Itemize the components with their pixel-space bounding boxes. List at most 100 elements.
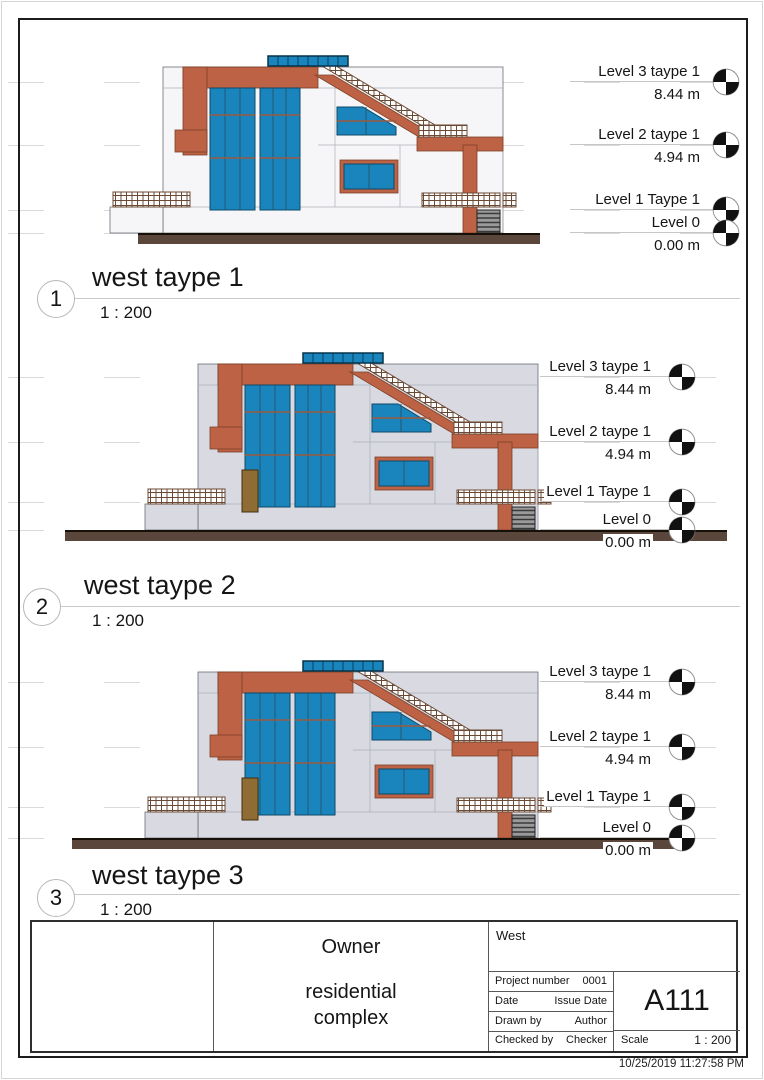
terrace-wall [144, 811, 199, 839]
balcony-railing [453, 421, 503, 435]
terracotta-band [209, 363, 539, 531]
viewport-west-taype-1[interactable] [60, 55, 543, 235]
wall-panel-lines [198, 384, 539, 530]
curtain-wall-windows [209, 87, 397, 211]
view-title-rule [74, 298, 740, 299]
level-line [540, 441, 682, 442]
window-transoms [245, 719, 431, 764]
owner-label: Owner [321, 936, 381, 958]
terrace-railing-end [502, 192, 517, 208]
view-title: west taype 2 [84, 570, 236, 600]
balcony-beam [416, 136, 504, 152]
view-scale: 1 : 200 [92, 611, 144, 630]
level-label: Level 3 taype 1 [547, 663, 653, 681]
west-elevation-drawing [109, 55, 517, 234]
level-head-icon [712, 131, 740, 159]
title-block-logo-cell [32, 922, 214, 1051]
terrace-railing-right [456, 489, 536, 505]
balcony-railing [418, 124, 468, 138]
level-head-icon [668, 516, 696, 544]
terracotta-band [209, 671, 539, 839]
view-title: west taype 1 [92, 262, 244, 292]
scale-label: Scale [621, 1034, 649, 1046]
level-head-icon [668, 824, 696, 852]
level-line [540, 501, 682, 502]
level-label: Level 0 [600, 819, 653, 837]
level-line [570, 209, 726, 210]
terrace-wall [109, 206, 164, 234]
level-line [540, 376, 682, 377]
window-transoms [210, 114, 396, 159]
west-elevation-drawing [144, 352, 552, 531]
project-name: residential complex [305, 981, 397, 1029]
view-title: west taype 3 [92, 860, 244, 890]
ground-line [138, 233, 540, 244]
terrace-railing-right [421, 192, 501, 208]
level-label: Level 3 taype 1 [547, 358, 653, 376]
balcony-railing [453, 729, 503, 743]
view-scale: 1 : 200 [100, 900, 152, 919]
title-block: Owner residential complex West Project n… [30, 920, 740, 1053]
scale-value: 1 : 200 [694, 1033, 731, 1047]
ground-line [65, 530, 727, 541]
balcony-beam [451, 433, 539, 449]
stair-column [462, 144, 478, 234]
level-line [570, 232, 726, 233]
level-label: Level 0 [649, 214, 702, 232]
wall-panel-lines [163, 87, 504, 233]
view-number-badge: 1 [37, 280, 75, 318]
entry-door [241, 777, 259, 821]
level-line [540, 837, 682, 838]
west-elevation-drawing [144, 660, 552, 839]
level-elevation-value: 0.00 m [603, 534, 653, 552]
level-head-icon [668, 488, 696, 516]
terrace-railing-left [147, 488, 226, 505]
entry-steps [511, 506, 536, 531]
level-line [570, 144, 726, 145]
level-line [540, 806, 682, 807]
sheet-number: A111 [614, 972, 740, 1031]
entry-steps [476, 209, 501, 234]
print-timestamp: 10/25/2019 11:27:58 PM [618, 1058, 744, 1070]
window-mullions [259, 693, 402, 815]
level-elevation-value: 0.00 m [603, 842, 653, 860]
level-head-icon [668, 363, 696, 391]
level-line [570, 81, 726, 82]
terrace-railing-left [147, 796, 226, 813]
title-block-row: Project number 0001 [489, 972, 614, 992]
level-line [540, 746, 682, 747]
level-elevation-value: 8.44 m [652, 86, 702, 104]
entry-steps [511, 814, 536, 839]
title-block-row: Checked by Checker [489, 1031, 614, 1051]
level-head-icon [712, 68, 740, 96]
field-value: 0001 [582, 975, 607, 987]
lattice-railings [112, 62, 517, 208]
title-block-info-cell: West Project number 0001 Date Issue Date… [489, 922, 740, 1051]
viewport-west-taype-3[interactable] [95, 660, 578, 840]
viewport-west-taype-2[interactable] [95, 352, 578, 532]
level-head-icon [712, 219, 740, 247]
window-mullions [224, 88, 367, 210]
level-elevation-value: 4.94 m [652, 149, 702, 167]
wall-panel-lines [198, 692, 539, 838]
stair-column [497, 749, 513, 839]
roof-solar-panel [302, 352, 384, 364]
lattice-railings [147, 667, 552, 813]
window-transoms [245, 411, 431, 456]
field-label: Date [495, 995, 519, 1007]
level-label: Level 2 taype 1 [596, 126, 702, 144]
roof-solar-panel [267, 55, 349, 67]
scale-row: Scale 1 : 200 [614, 1031, 740, 1051]
roof-solar-panel [302, 660, 384, 672]
level-line [540, 681, 682, 682]
level-elevation-value: 0.00 m [652, 237, 702, 255]
terrace-wall [144, 503, 199, 531]
field-value: Issue Date [554, 995, 607, 1007]
level-label: Level 2 taype 1 [547, 728, 653, 746]
view-title-rule [74, 894, 740, 895]
field-label: Checked by [495, 1034, 554, 1046]
view-title-rule [60, 606, 740, 607]
field-label: Drawn by [495, 1015, 542, 1027]
level-head-icon [668, 793, 696, 821]
view-number-badge: 3 [37, 879, 75, 917]
